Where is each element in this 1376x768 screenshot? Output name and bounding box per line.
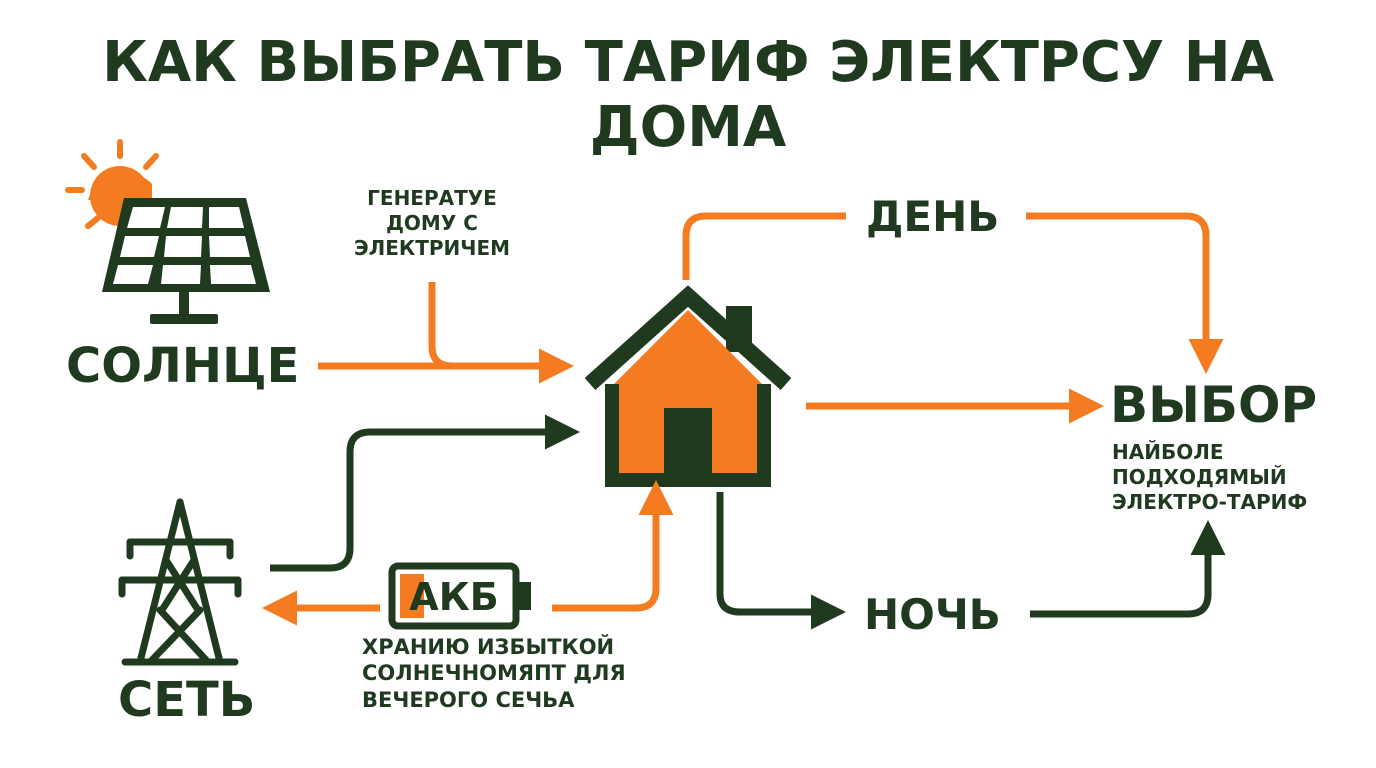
edge-generation-note (428, 282, 453, 370)
choice-caption-line: ЭЛЕКТРО-ТАРИФ (1112, 490, 1308, 514)
night-label: НОЧЬ (864, 590, 1001, 639)
power-tower-icon (118, 498, 242, 666)
house-icon (584, 285, 792, 487)
battery-icon (388, 562, 531, 630)
grid-label: СЕТЬ (118, 672, 256, 728)
battery-caption-line: СОЛНЕЧНОМЯПТ ДЛЯ (362, 661, 626, 686)
solar-panel-icon (102, 198, 270, 324)
battery-caption-line: ВЕЧЕРОГО СЕЧЬА (362, 687, 575, 712)
generation-note-line: ЭЛЕКТРИЧЕМ (353, 236, 511, 260)
day-label: ДЕНЬ (866, 192, 1000, 241)
choice-caption-line: НАЙБОЛЕ (1112, 440, 1224, 464)
generation-note: ГЕНЕРАТУЕ ДОМУ С ЭЛЕКТРИЧЕМ (340, 186, 524, 261)
battery-label: АКБ (409, 575, 499, 619)
edge-battery-to-house (552, 480, 674, 612)
battery-caption-line: ХРАНИЮ ИЗБЫТКОЙ (362, 635, 615, 659)
generation-note-line: ГЕНЕРАТУЕ (367, 186, 497, 210)
battery-caption: ХРАНИЮ ИЗБЫТКОЙ СОЛНЕЧНОМЯПТ ДЛЯ ВЕЧЕРОГ… (362, 634, 626, 713)
sun-label: СОЛНЦЕ (66, 338, 300, 394)
page-title: КАК ВЫБРАТЬ ТАРИФ ЭЛЕКТРСУ НА ДОМА (102, 30, 1274, 160)
generation-note-line: ДОМУ С (386, 211, 478, 235)
choice-caption-line: ПОДХОДЯМЫЙ (1112, 465, 1287, 489)
choice-caption: НАЙБОЛЕ ПОДХОДЯМЫЙ ЭЛЕКТРО-ТАРИФ (1112, 440, 1307, 515)
edge-grid-to-house (270, 414, 580, 572)
choice-label: ВЫБОР (1110, 376, 1318, 434)
edge-house-night (716, 492, 1226, 630)
edge-house-day (682, 212, 1224, 374)
